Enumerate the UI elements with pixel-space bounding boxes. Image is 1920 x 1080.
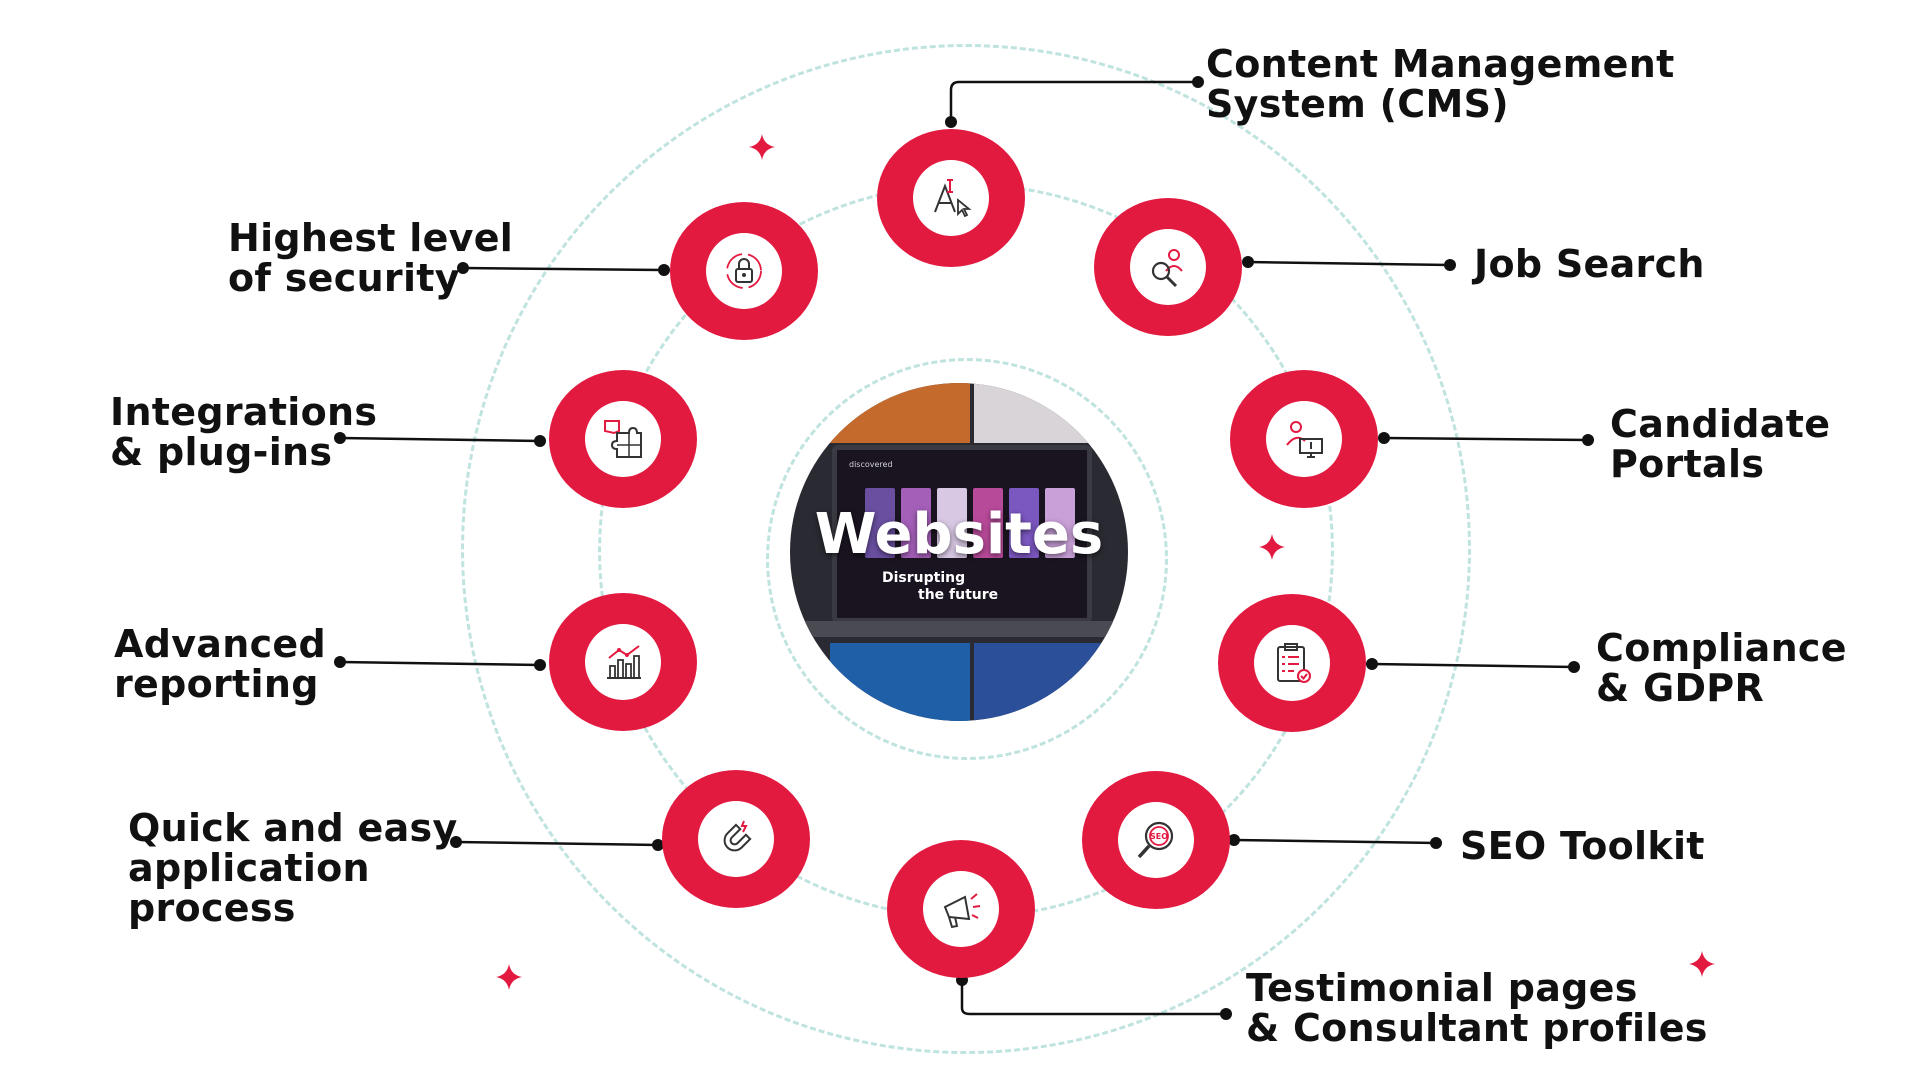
node-security	[670, 202, 818, 340]
sparkle-icon	[496, 964, 522, 990]
svg-text:SEO: SEO	[1150, 832, 1168, 841]
label-compliance: Compliance & GDPR	[1596, 626, 1847, 710]
center-subtitle-line2: the future	[918, 587, 999, 603]
sparkle-icon	[1259, 534, 1285, 560]
connector-security	[462, 266, 665, 272]
connector-seo	[1233, 838, 1437, 845]
megaphone-icon	[943, 893, 981, 929]
node-seo: SEO	[1082, 771, 1230, 909]
node-compliance	[1218, 594, 1366, 732]
node-cms	[877, 129, 1025, 267]
node-testimonials	[887, 840, 1035, 978]
node-job-search	[1094, 198, 1242, 336]
padlock-icon	[726, 253, 762, 289]
sparkle-icon	[749, 134, 775, 160]
center-subtitle-line1: Disrupting	[882, 570, 966, 586]
laptop-base	[804, 621, 1120, 637]
clipboard-check-icon	[1277, 643, 1311, 683]
person-search-icon	[1151, 249, 1183, 288]
person-monitor-icon	[1286, 421, 1323, 458]
center-title: Websites	[814, 502, 1104, 567]
label-reporting: Advanced reporting	[114, 622, 326, 706]
node-candidate-portals	[1230, 370, 1378, 508]
connector-cms	[949, 80, 1198, 122]
inner-dashed-ring	[766, 358, 1168, 760]
outer-dashed-ring	[461, 44, 1471, 1054]
label-integrations: Integrations & plug-ins	[110, 390, 378, 474]
magnet-icon	[723, 820, 752, 852]
laptop-screen: discovered	[832, 445, 1092, 623]
label-security: Highest level of security	[228, 216, 514, 300]
label-cms: Content Management System (CMS)	[1206, 42, 1675, 126]
label-seo: SEO Toolkit	[1460, 824, 1705, 868]
connector-compliance	[1371, 662, 1575, 669]
connector-testimonials	[960, 980, 1226, 1016]
bar-chart-icon	[607, 645, 641, 679]
connector-integrations	[339, 436, 541, 443]
label-candidate-portals: Candidate Portals	[1610, 402, 1831, 486]
sparkle-icon	[1689, 951, 1715, 977]
node-reporting	[549, 593, 697, 731]
node-integrations	[549, 370, 697, 508]
brand-logo-text: discovered	[849, 460, 893, 469]
connector-job-search	[1247, 260, 1451, 267]
connector-reporting	[339, 660, 541, 667]
text-cursor-icon	[934, 179, 972, 218]
label-job-search: Job Search	[1474, 242, 1705, 286]
label-testimonials: Testimonial pages & Consultant profiles	[1246, 966, 1708, 1050]
node-application	[662, 770, 810, 908]
websites-hero-image: discovered Websites Disrupting the futur…	[790, 383, 1128, 721]
puzzle-icon	[604, 420, 642, 458]
seo-magnifier-icon: SEO	[1137, 821, 1174, 859]
connector-candidate-portals	[1383, 436, 1589, 442]
label-application: Quick and easy application process	[128, 806, 458, 930]
connector-application	[455, 840, 659, 847]
